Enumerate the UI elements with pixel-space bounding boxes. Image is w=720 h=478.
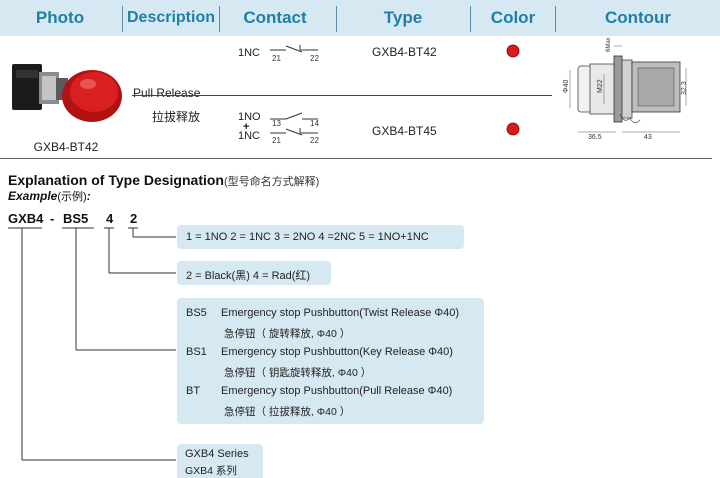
contact-label: 1NC (238, 130, 261, 142)
row-divider (132, 95, 552, 96)
model-desc: Emergency stop Pushbutton(Twist Release … (221, 307, 460, 319)
dim-label: 43 (644, 134, 652, 141)
product-photo (6, 50, 126, 140)
code-color-digit: 4 (106, 211, 114, 226)
example-text: Example (8, 189, 58, 203)
model-code-box: BS5 Emergency stop Pushbutton(Twist Rele… (177, 298, 484, 424)
model-desc: Emergency stop Pushbutton(Pull Release Φ… (221, 385, 453, 397)
header-divider (122, 6, 123, 32)
contact-label: 1NC (238, 47, 261, 59)
header-divider (470, 6, 471, 32)
contact-label: 1NO (238, 111, 261, 123)
pin-label: 21 (272, 136, 281, 145)
header-description: Description (126, 9, 215, 26)
contact-code-box: 1 = 1NO 2 = 1NC 3 = 2NO 4 =2NC 5 = 1NO+1… (177, 225, 464, 249)
example-cn: (示例) (57, 191, 87, 203)
series-cn: GXB4 系列 (185, 465, 237, 477)
header-color: Color (490, 8, 536, 27)
example-label: Example(示例): (8, 189, 91, 203)
contour-drawing (560, 38, 718, 146)
pin-label: 22 (310, 54, 319, 63)
type-value: GXB4-BT45 (372, 124, 437, 138)
pin-label: 22 (310, 136, 319, 145)
designation-title-cn: (型号命名方式解释) (223, 176, 320, 188)
color-code-box: 2 = Black(黑) 4 = Rad(红) (177, 261, 331, 285)
header-divider (555, 6, 556, 32)
code-dash: - (50, 211, 55, 226)
designation-title: Explanation of Type Designation(型号命名方式解释… (8, 172, 319, 189)
pin-label: 21 (272, 54, 281, 63)
type-value: GXB4-BT42 (372, 45, 437, 59)
description-cn: 拉拔释放 (152, 110, 201, 124)
code-model: BS5 (63, 211, 89, 226)
header-type: Type (383, 8, 423, 27)
header-divider (336, 6, 337, 32)
model-desc-cn: 急停钮（ 旋转释放, Φ40 ） (224, 328, 351, 340)
table-header: Photo Description Contact Type Color Con… (0, 0, 720, 36)
pin-label: 14 (310, 119, 319, 128)
header-photo: Photo (35, 8, 85, 27)
connector-lines (0, 224, 720, 478)
header-contour: Contour (604, 8, 672, 27)
designation-title-text: Explanation of Type Designation (8, 172, 224, 188)
no-contact-symbol (270, 110, 320, 122)
dim-label: 36.5 (588, 134, 602, 141)
header-contact: Contact (243, 8, 307, 27)
color-indicator (506, 44, 520, 58)
dim-label: M22 (597, 79, 604, 93)
series-en: GXB4 Series (185, 448, 249, 460)
model-code: BS1 (186, 346, 207, 358)
dim-label: 32.3 (681, 81, 688, 95)
nc-contact-symbol (270, 125, 320, 139)
model-desc-cn: 急停钮（ 拉拔释放, Φ40 ） (224, 406, 351, 418)
section-divider (0, 158, 712, 159)
contact-plus: + (243, 121, 250, 133)
description-en: Pull Release (133, 86, 201, 100)
code-series: GXB4 (8, 211, 44, 226)
header-divider (219, 6, 220, 32)
nc-contact-symbol (270, 42, 320, 60)
contact-code-text: 1 = 1NO 2 = 1NC 3 = 2NO 4 =2NC 5 = 1NO+1… (186, 231, 429, 243)
pin-label: 13 (272, 119, 281, 128)
dim-label: 6Max (606, 37, 612, 52)
code-contact-digit: 2 (130, 211, 138, 226)
dim-label: Φ40 (563, 79, 570, 93)
photo-caption: GXB4-BT42 (33, 140, 99, 154)
model-desc: Emergency stop Pushbutton(Key Release Φ4… (221, 346, 453, 358)
model-code: BT (186, 385, 201, 397)
series-code-box: GXB4 Series GXB4 系列 (177, 444, 263, 478)
color-code-text: 2 = Black(黑) 4 = Rad(红) (186, 270, 311, 282)
model-desc-cn: 急停钮（ 钥匙旋转释放, Φ40 ） (224, 367, 372, 379)
color-indicator (506, 122, 520, 136)
model-code: BS5 (186, 307, 207, 319)
